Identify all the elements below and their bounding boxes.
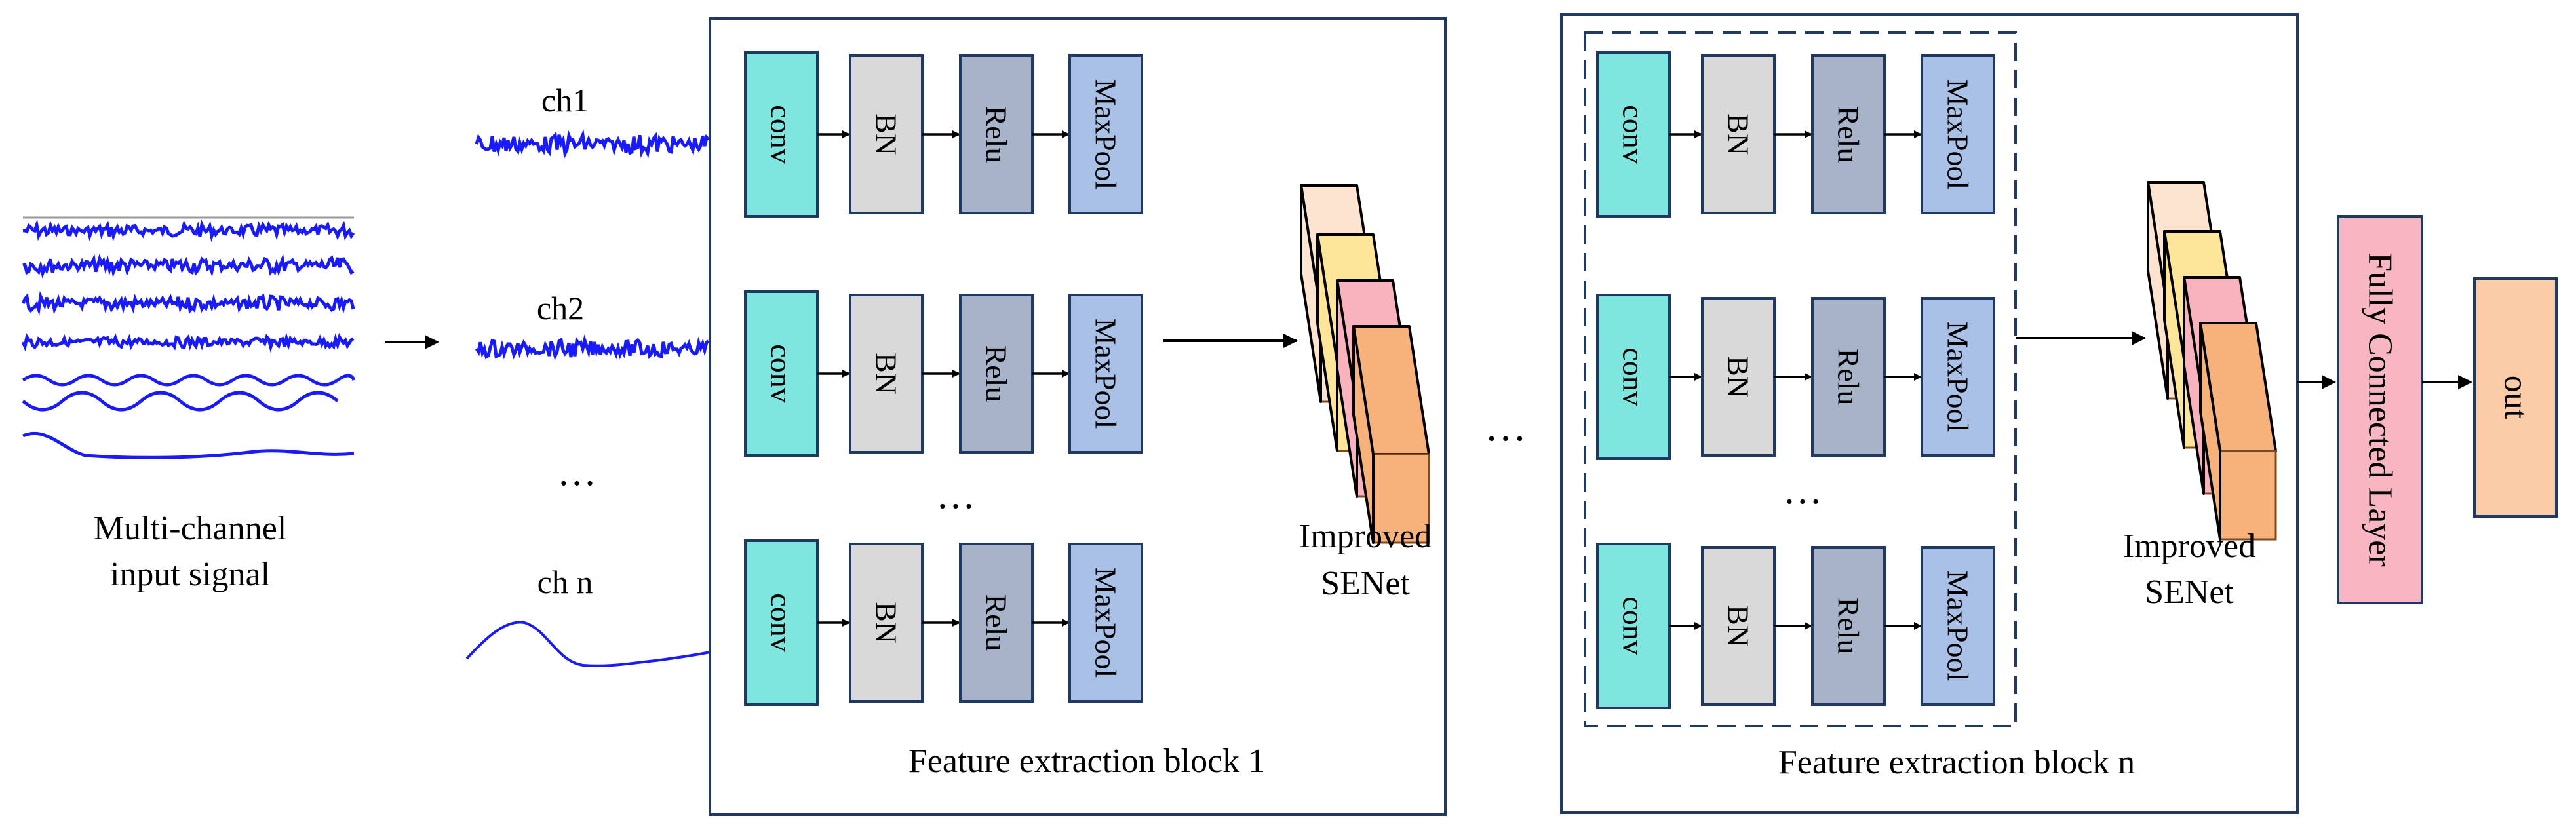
maxpool-layer-label: MaxPool (1942, 571, 1975, 682)
conv-layer-box (1596, 51, 1671, 218)
blockn-senet-label-line2: SENet (2145, 573, 2234, 611)
senet-slab-side (2163, 230, 2185, 449)
senet-slab-side (1316, 233, 1338, 452)
feature-block-1-frame (709, 17, 1447, 816)
conv-layer-box (1596, 294, 1671, 460)
bn-layer-box (849, 543, 924, 703)
channel-list: ch1 ch2 … ch n (465, 82, 711, 667)
input-trace-6 (22, 391, 339, 412)
relu-layer-label: Relu (1832, 598, 1865, 655)
block1-caption: Feature extraction block 1 (908, 743, 1265, 780)
maxpool-layer-box (1921, 546, 1995, 706)
relu-layer-label: Relu (1832, 106, 1865, 163)
conv-layer-label: conv (1617, 347, 1650, 406)
maxpool-layer-label: MaxPool (1089, 79, 1123, 190)
bn-layer-label: BN (870, 602, 903, 644)
maxpool-layer-box (1921, 54, 1995, 214)
block1-rows-ellipsis: … (936, 473, 975, 516)
maxpool-layer-box (1068, 543, 1143, 703)
channel-label-chn: ch n (537, 564, 593, 600)
bn-layer-label: BN (1722, 113, 1755, 155)
channel-trace-chn (465, 621, 711, 667)
conv-layer-box (744, 290, 819, 457)
feature-block-n-frame (1560, 13, 2299, 814)
senet-slab-side (1300, 184, 1322, 403)
relu-layer-label: Relu (980, 594, 1013, 651)
relu-layer-label: Relu (980, 106, 1013, 163)
blockn-row-n: conv BN Relu MaxPool (1596, 543, 1995, 709)
between-blocks-ellipsis: … (1485, 403, 1527, 450)
conv-layer-label: conv (765, 593, 798, 651)
input-label-line2: input signal (110, 556, 270, 593)
out-label: out (2497, 376, 2535, 419)
bn-layer-label: BN (870, 113, 903, 155)
senet-slab-side (1352, 325, 1375, 544)
maxpool-layer-box (1068, 54, 1143, 214)
channel-label-ch1: ch1 (541, 82, 589, 119)
conv-layer-box (744, 51, 819, 218)
multichannel-input: Multi-channel input signal (21, 216, 356, 593)
fully-connected-layer: Fully Connected Layer (2337, 215, 2423, 604)
output-node: out (2473, 277, 2558, 518)
relu-layer-box (1811, 54, 1886, 214)
fc-layer-label: Fully Connected Layer (2362, 252, 2399, 566)
input-trace-3 (21, 290, 355, 316)
conv-layer-label: conv (765, 344, 798, 402)
channel-label-ch2: ch2 (537, 290, 584, 326)
relu-layer-label: Relu (1832, 349, 1865, 406)
bn-layer-box (1701, 297, 1776, 457)
input-label-line1: Multi-channel (94, 510, 287, 547)
bn-layer-label: BN (1722, 605, 1755, 647)
input-trace-7 (22, 431, 355, 459)
block1-row-n: conv BN Relu MaxPool (744, 539, 1143, 706)
senet-slab-side (1336, 279, 1358, 498)
fc-layer-box (2337, 215, 2423, 604)
conv-layer-label: conv (1617, 596, 1650, 655)
senet-slab-face (2219, 450, 2277, 541)
blockn-senet-stack (2147, 181, 2277, 541)
blockn-caption: Feature extraction block n (1778, 744, 2135, 781)
channel-ellipsis: … (557, 450, 596, 494)
input-trace-5 (22, 374, 356, 387)
bn-layer-label: BN (1722, 356, 1755, 398)
bn-layer-box (849, 54, 924, 214)
channel-trace-ch2 (475, 334, 710, 361)
maxpool-layer-label: MaxPool (1942, 322, 1975, 433)
blockn-row-2: conv BN Relu MaxPool (1596, 294, 1995, 460)
block1-senet-label-line2: SENet (1321, 565, 1410, 602)
bn-layer-label: BN (870, 353, 903, 395)
input-trace-1 (22, 218, 355, 242)
maxpool-layer-label: MaxPool (1089, 319, 1123, 429)
conv-layer-label: conv (765, 105, 798, 163)
senet-slab-side (2183, 276, 2205, 495)
conv-layer-label: conv (1617, 105, 1650, 163)
blockn-rows-ellipsis: … (1783, 469, 1822, 512)
maxpool-layer-label: MaxPool (1089, 568, 1123, 678)
relu-layer-label: Relu (980, 345, 1013, 402)
input-trace-4 (21, 332, 355, 353)
maxpool-layer-label: MaxPool (1942, 79, 1975, 190)
maxpool-layer-box (1068, 294, 1143, 454)
channel-trace-ch1 (475, 129, 710, 159)
maxpool-layer-box (1921, 297, 1995, 457)
blockn-senet-label-line1: Improved (2123, 528, 2255, 565)
bn-layer-box (1701, 54, 1776, 214)
block1-row-1: conv BN Relu MaxPool (744, 51, 1143, 218)
out-box (2473, 277, 2558, 518)
block1-row-2: conv BN Relu MaxPool (744, 290, 1143, 457)
feature-block-n-dashed-group (1584, 31, 2017, 727)
input-trace-2 (22, 253, 355, 279)
relu-layer-box (1811, 297, 1886, 457)
senet-slab-side (2199, 322, 2221, 541)
blockn-row-1: conv BN Relu MaxPool (1596, 51, 1995, 218)
block1-senet-label-line1: Improved (1299, 518, 1432, 555)
block1-senet-stack (1300, 184, 1430, 544)
senet-slab-side (2147, 181, 2169, 400)
